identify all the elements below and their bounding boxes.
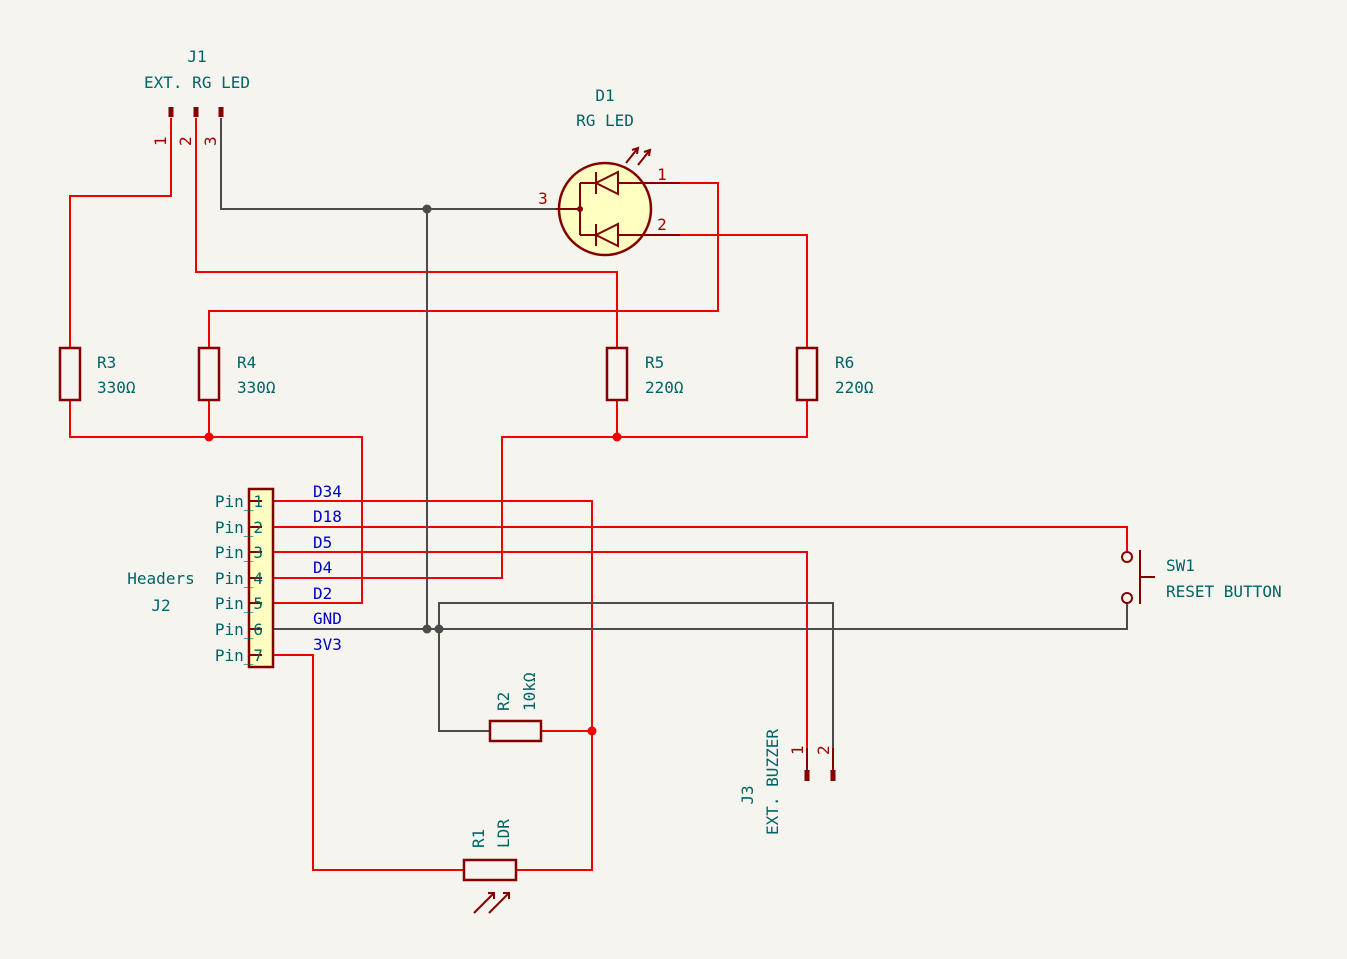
j2-pin-label: Pin_7 (215, 646, 263, 665)
r4-ref: R4 (237, 353, 256, 372)
r3-value: 330Ω (97, 378, 136, 397)
junction-dot (612, 432, 622, 442)
net-label: D5 (313, 533, 332, 552)
j1-value: EXT. RG LED (144, 73, 250, 92)
junction-dot (422, 204, 432, 214)
net-labels: D34 D18 D5 D4 D2 GND 3V3 (313, 482, 342, 654)
resistor-r3[interactable]: R3 330Ω (58, 346, 136, 402)
j2-ref: J2 (151, 596, 170, 615)
j3-pin-number: 1 (788, 745, 807, 755)
j2-pin-label: Pin_2 (215, 518, 263, 537)
j1-pin-number: 3 (201, 136, 220, 146)
d1-ref: D1 (595, 86, 614, 105)
connector-j2[interactable]: Pin_1 Pin_2 Pin_3 Pin_4 Pin_5 Pin_6 Pin_… (127, 487, 275, 669)
net-label: D34 (313, 482, 342, 501)
net-label: D4 (313, 558, 332, 577)
sw1-ref: SW1 (1166, 556, 1195, 575)
d1-pin-number: 1 (657, 165, 667, 184)
junction-dot (204, 432, 214, 442)
resistor-r2[interactable]: R2 10kΩ (488, 672, 543, 743)
j2-pin-label: Pin_3 (215, 543, 263, 562)
r2-ref: R2 (494, 692, 513, 711)
resistor-r6[interactable]: R6 220Ω (795, 346, 874, 402)
junction-dot (434, 624, 444, 634)
r4-value: 330Ω (237, 378, 276, 397)
connector-j1[interactable]: J1 EXT. RG LED 1 2 3 (144, 47, 250, 146)
led-d1[interactable]: D1 RG LED 1 2 3 (538, 86, 680, 257)
d1-pin-number: 3 (538, 189, 548, 208)
ldr-r1[interactable]: R1 LDR (462, 819, 518, 914)
resistor-r4[interactable]: R4 330Ω (197, 346, 276, 402)
wires-red (69, 118, 1128, 871)
r6-ref: R6 (835, 353, 854, 372)
r1-value: LDR (494, 819, 513, 848)
junction-dot (422, 624, 432, 634)
net-label: GND (313, 609, 342, 628)
j1-ref: J1 (187, 47, 206, 66)
resistor-r5[interactable]: R5 220Ω (605, 346, 684, 402)
j2-pin-label: Pin_6 (215, 620, 263, 639)
net-label: D18 (313, 507, 342, 526)
junction-dot (587, 726, 597, 736)
r2-value: 10kΩ (520, 672, 539, 711)
switch-sw1[interactable]: SW1 RESET BUTTON (1121, 550, 1282, 604)
junctions (204, 204, 622, 736)
d1-value: RG LED (576, 111, 634, 130)
j3-ref: J3 (738, 785, 757, 804)
wires-gnd (220, 118, 1128, 748)
j2-pin-label: Pin_1 (215, 492, 263, 511)
j2-pin-label: Pin_4 (215, 569, 263, 588)
sw1-value: RESET BUTTON (1166, 582, 1282, 601)
d1-pin-number: 2 (657, 215, 667, 234)
r6-value: 220Ω (835, 378, 874, 397)
r1-ref: R1 (469, 829, 488, 848)
r5-ref: R5 (645, 353, 664, 372)
j1-pin-number: 2 (176, 136, 195, 146)
r3-ref: R3 (97, 353, 116, 372)
j3-pin-number: 2 (814, 745, 833, 755)
connector-j3[interactable]: 1 2 J3 EXT. BUZZER (738, 729, 836, 835)
j1-pin-number: 1 (151, 136, 170, 146)
r5-value: 220Ω (645, 378, 684, 397)
net-label: D2 (313, 584, 332, 603)
j2-pin-label: Pin_5 (215, 594, 263, 613)
net-label: 3V3 (313, 635, 342, 654)
j3-value: EXT. BUZZER (763, 729, 782, 835)
j2-value: Headers (127, 569, 194, 588)
